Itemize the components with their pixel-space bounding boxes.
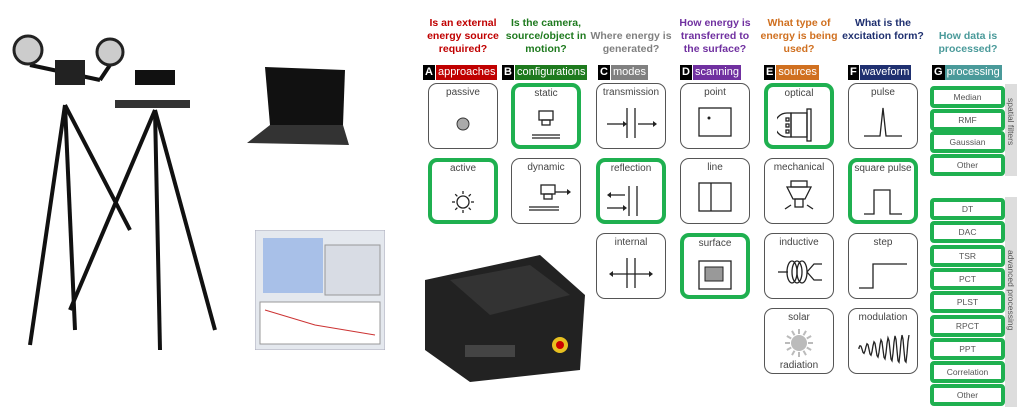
option-label: static xyxy=(534,88,558,99)
option-label: solar xyxy=(788,312,810,323)
option-label: point xyxy=(704,87,726,98)
header-letter: D xyxy=(680,65,692,80)
camera-tripod-setup-photo xyxy=(12,34,217,351)
question-approaches: Is an external energy source required? xyxy=(427,17,499,55)
option-line[interactable]: line xyxy=(680,158,750,224)
option-modulation[interactable]: modulation xyxy=(848,308,918,374)
option-step[interactable]: step xyxy=(848,233,918,299)
advanced-processing-plst[interactable]: PLST xyxy=(930,291,1005,314)
option-internal[interactable]: internal xyxy=(596,233,666,299)
advanced-processing-correlation[interactable]: Correlation xyxy=(930,361,1005,384)
spatial-filter-other[interactable]: Other xyxy=(930,153,1005,176)
advanced-processing-strip xyxy=(1005,197,1017,407)
advanced-processing-pct[interactable]: PCT xyxy=(930,267,1005,290)
question-sources: What type of energy is being used? xyxy=(760,17,838,55)
header-name: processing xyxy=(944,65,1002,80)
option-pulse[interactable]: pulse xyxy=(848,83,918,149)
option-label: active xyxy=(449,163,477,174)
option-label: internal xyxy=(614,237,648,248)
option-mechanical[interactable]: mechanical xyxy=(764,158,834,224)
question-modes: Where energy is generated? xyxy=(590,30,672,55)
option-point[interactable]: point xyxy=(680,83,750,149)
option-active[interactable]: active xyxy=(428,158,498,224)
header-letter: B xyxy=(502,65,514,80)
option-solar[interactable]: solar radiation xyxy=(764,308,834,374)
advanced-processing-tsr[interactable]: TSR xyxy=(930,244,1005,267)
header-name: approaches xyxy=(435,65,498,80)
spatial-filter-median[interactable]: Median xyxy=(930,86,1005,108)
option-label: passive xyxy=(446,87,480,98)
option-label: pulse xyxy=(871,87,895,98)
option-passive[interactable]: passive xyxy=(428,83,498,149)
question-waveform: What is the excitation form? xyxy=(842,17,924,42)
spatial-filters-label: spatial filters xyxy=(1006,98,1016,146)
software-screenshot xyxy=(255,230,385,350)
advanced-processing-dt[interactable]: DT xyxy=(930,198,1005,220)
question-configurations: Is the camera, source/object in motion? xyxy=(505,17,587,55)
excitation-device-photo xyxy=(425,255,585,382)
header-letter: E xyxy=(764,65,776,80)
option-label: transmission xyxy=(602,87,660,98)
advanced-processing-other[interactable]: Other xyxy=(930,384,1005,407)
option-label: reflection xyxy=(610,163,652,174)
option-square-pulse[interactable]: square pulse xyxy=(848,158,918,224)
header-name: configurations xyxy=(514,65,588,80)
spatial-filters-strip xyxy=(1005,84,1017,176)
spatial-filter-gaussian[interactable]: Gaussian xyxy=(930,131,1005,153)
header-letter: F xyxy=(848,65,859,80)
header-letter: G xyxy=(932,65,945,80)
option-surface[interactable]: surface xyxy=(680,233,750,299)
header-name: modes xyxy=(610,65,648,80)
option-label: surface xyxy=(698,238,732,249)
advanced-processing-ppt[interactable]: PPT xyxy=(930,337,1005,360)
header-letter: A xyxy=(423,65,435,80)
option-label: square pulse xyxy=(854,163,912,174)
question-processing: How data is processed? xyxy=(938,30,998,55)
question-scanning: How energy is transferred to the surface… xyxy=(679,17,751,55)
option-static[interactable]: static xyxy=(511,83,581,149)
header-name: waveform xyxy=(859,65,912,80)
option-optical[interactable]: optical xyxy=(764,83,834,149)
option-inductive[interactable]: inductive xyxy=(764,233,834,299)
advanced-processing-rpct[interactable]: RPCT xyxy=(930,314,1005,337)
option-transmission[interactable]: transmission xyxy=(596,83,666,149)
option-label: optical xyxy=(784,88,814,99)
option-label: modulation xyxy=(858,312,908,323)
option-label: inductive xyxy=(779,237,819,248)
option-reflection[interactable]: reflection xyxy=(596,158,666,224)
spatial-filter-rmf[interactable]: RMF xyxy=(930,108,1005,131)
option-dynamic[interactable]: dynamic xyxy=(511,158,581,224)
option-label: step xyxy=(873,237,893,248)
header-name: sources xyxy=(776,65,819,80)
option-label: mechanical xyxy=(773,162,825,173)
laptop-photo xyxy=(247,67,349,145)
option-label-2: radiation xyxy=(779,360,819,371)
header-letter: C xyxy=(598,65,610,80)
advanced-processing-dac[interactable]: DAC xyxy=(930,221,1005,244)
header-name: scanning xyxy=(692,65,741,80)
option-label: dynamic xyxy=(527,162,565,173)
option-label: line xyxy=(707,162,723,173)
advanced-processing-label: advanced processing xyxy=(1006,250,1016,331)
